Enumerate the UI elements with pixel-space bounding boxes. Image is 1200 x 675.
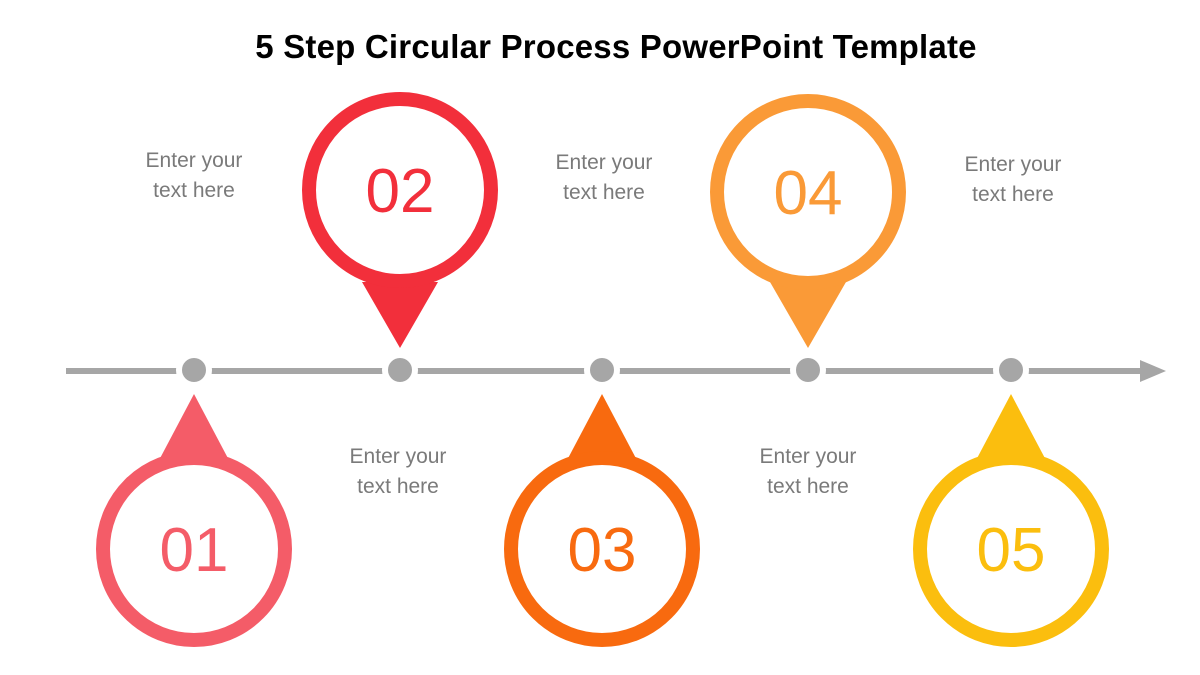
step-3-number: 03 (568, 516, 637, 585)
timeline-arrow-head (1140, 360, 1166, 382)
page-title: 5 Step Circular Process PowerPoint Templ… (255, 28, 977, 65)
step-4-text: Enter your text here (759, 445, 857, 498)
step-2-text: Enter your text here (349, 445, 447, 498)
step-1-pin: 01 (96, 394, 292, 647)
timeline-node-4 (790, 352, 826, 388)
timeline-node-1 (176, 352, 212, 388)
step-5-text: Enter your text here (964, 153, 1062, 206)
step-3-text: Enter your text here (555, 151, 653, 204)
timeline-node-5 (993, 352, 1029, 388)
step-2-pin: 02 (302, 92, 498, 348)
step-4-pin: 04 (710, 94, 906, 348)
timeline-node-2 (382, 352, 418, 388)
step-5-pin: 05 (913, 394, 1109, 647)
step-1-text: Enter your text here (145, 149, 243, 202)
timeline-node-3 (584, 352, 620, 388)
step-1-number: 01 (160, 516, 229, 585)
step-3-pin: 03 (504, 394, 700, 647)
step-2-number: 02 (366, 157, 435, 226)
step-4-number: 04 (774, 159, 843, 228)
step-5-number: 05 (977, 516, 1046, 585)
